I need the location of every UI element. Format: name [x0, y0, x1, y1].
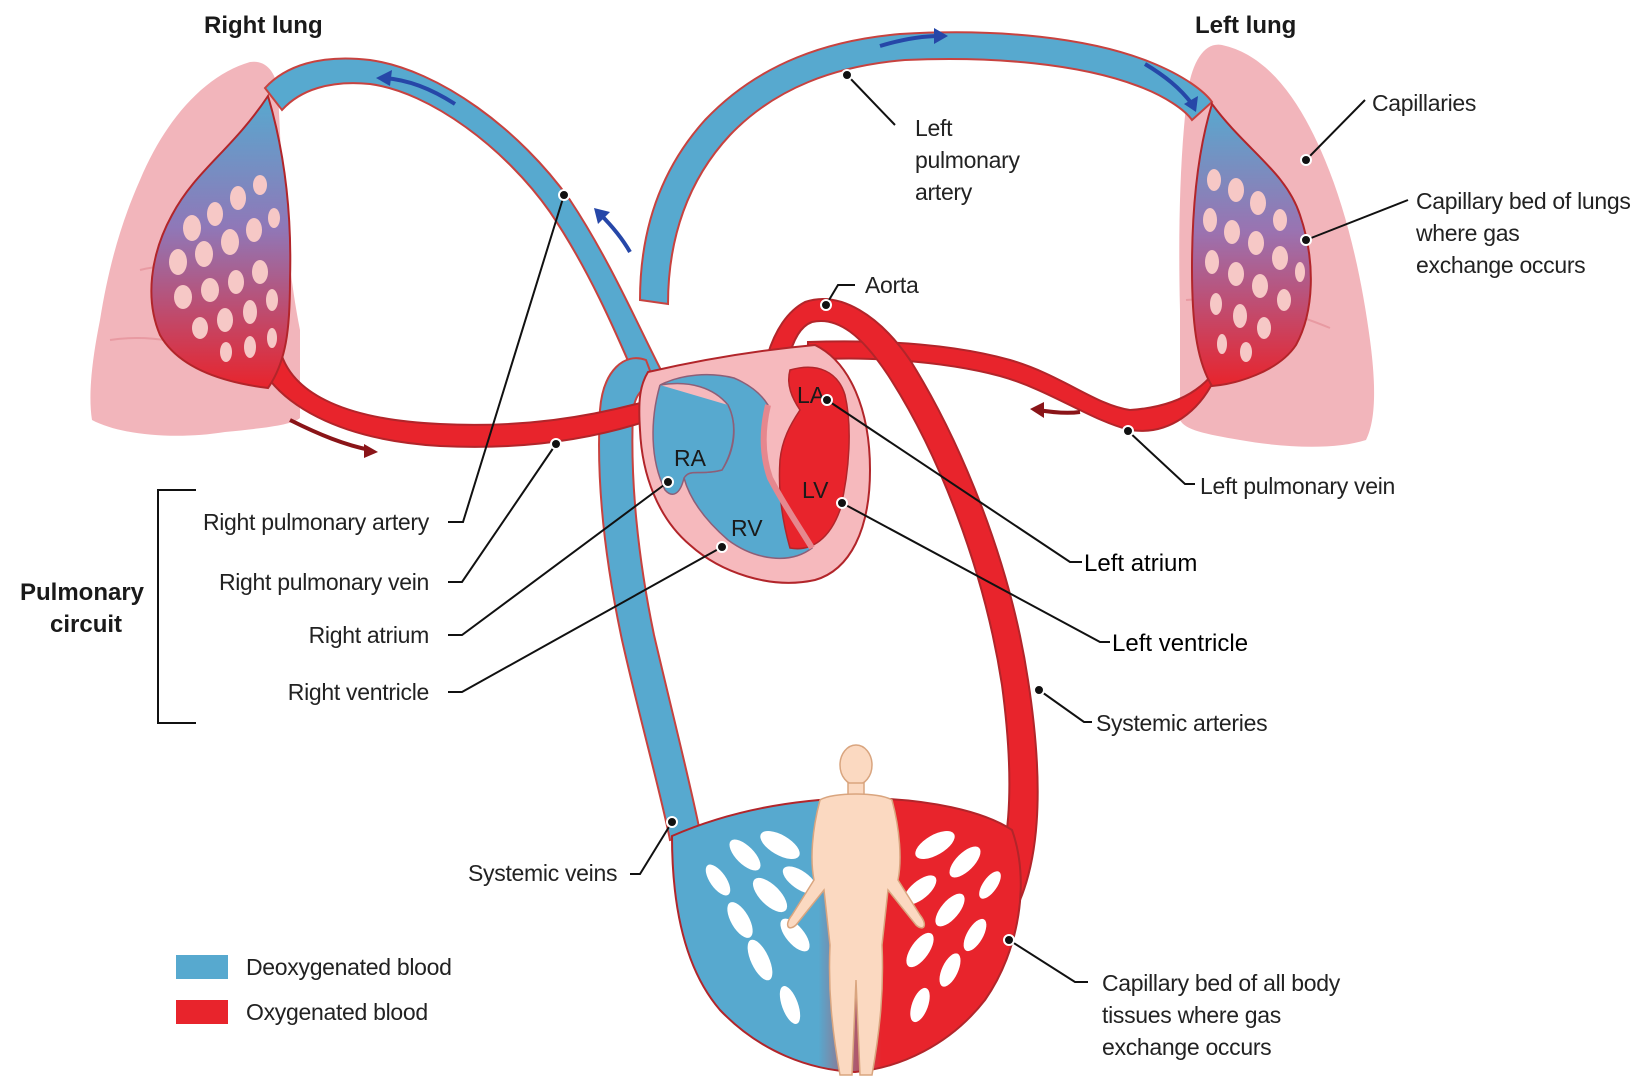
chamber-la: LA — [797, 382, 826, 408]
leader-lines — [448, 69, 1409, 983]
label-left-pulmonary-artery-line1: Left — [915, 115, 953, 141]
label-left-pulmonary-artery-line3: artery — [915, 179, 973, 205]
label-right-pulmonary-artery: Right pulmonary artery — [203, 509, 430, 535]
chamber-rv: RV — [731, 515, 763, 541]
chamber-lv: LV — [802, 477, 829, 503]
left-lung-title: Left lung — [1195, 12, 1296, 39]
labels: Left pulmonary artery Capillaries Capill… — [203, 90, 1631, 1060]
legend: Deoxygenated blood Oxygenated blood — [176, 954, 452, 1025]
legend-swatch-deoxygenated — [176, 955, 228, 979]
legend-swatch-oxygenated — [176, 1000, 228, 1024]
human-figure — [786, 744, 926, 1076]
left-lung-capillary-holes — [1203, 169, 1305, 362]
label-left-pulmonary-artery-line2: pulmonary — [915, 147, 1020, 173]
pulmonary-trunk-and-arteries — [263, 31, 1214, 842]
label-right-ventricle: Right ventricle — [288, 679, 429, 705]
pulmonary-circuit-title-line2: circuit — [50, 611, 122, 638]
label-systemic-arteries: Systemic arteries — [1096, 710, 1267, 736]
label-aorta: Aorta — [865, 272, 919, 298]
label-left-atrium: Left atrium — [1084, 550, 1197, 577]
left-lung-capillary-bed — [1190, 101, 1312, 388]
right-lung-capillary-bed — [150, 93, 292, 390]
label-capillary-bed-body-line3: exchange occurs — [1102, 1034, 1271, 1060]
label-right-pulmonary-vein: Right pulmonary vein — [219, 569, 429, 595]
pulmonary-circuit-bracket — [157, 489, 196, 724]
label-capillary-bed-body-line1: Capillary bed of all body — [1102, 970, 1341, 996]
label-left-ventricle: Left ventricle — [1112, 630, 1248, 657]
label-capillary-bed-lungs-line3: exchange occurs — [1416, 252, 1585, 278]
label-capillary-bed-body-line2: tissues where gas — [1102, 1002, 1281, 1028]
legend-label-deoxygenated: Deoxygenated blood — [246, 954, 452, 980]
label-capillary-bed-lungs-line2: where gas — [1415, 220, 1519, 246]
label-systemic-veins: Systemic veins — [468, 860, 617, 886]
label-capillary-bed-lungs-line1: Capillary bed of lungs — [1416, 188, 1631, 214]
label-left-pulmonary-vein: Left pulmonary vein — [1200, 473, 1395, 499]
label-right-atrium: Right atrium — [309, 622, 429, 648]
flow-arrows — [289, 28, 1198, 458]
right-lung-title: Right lung — [204, 12, 323, 39]
legend-label-oxygenated: Oxygenated blood — [246, 999, 428, 1025]
pulmonary-circuit-title-line1: Pulmonary — [20, 579, 145, 606]
heart — [638, 343, 872, 584]
right-lung-capillary-holes — [169, 175, 280, 362]
label-capillaries: Capillaries — [1372, 90, 1476, 116]
chamber-ra: RA — [674, 445, 707, 471]
